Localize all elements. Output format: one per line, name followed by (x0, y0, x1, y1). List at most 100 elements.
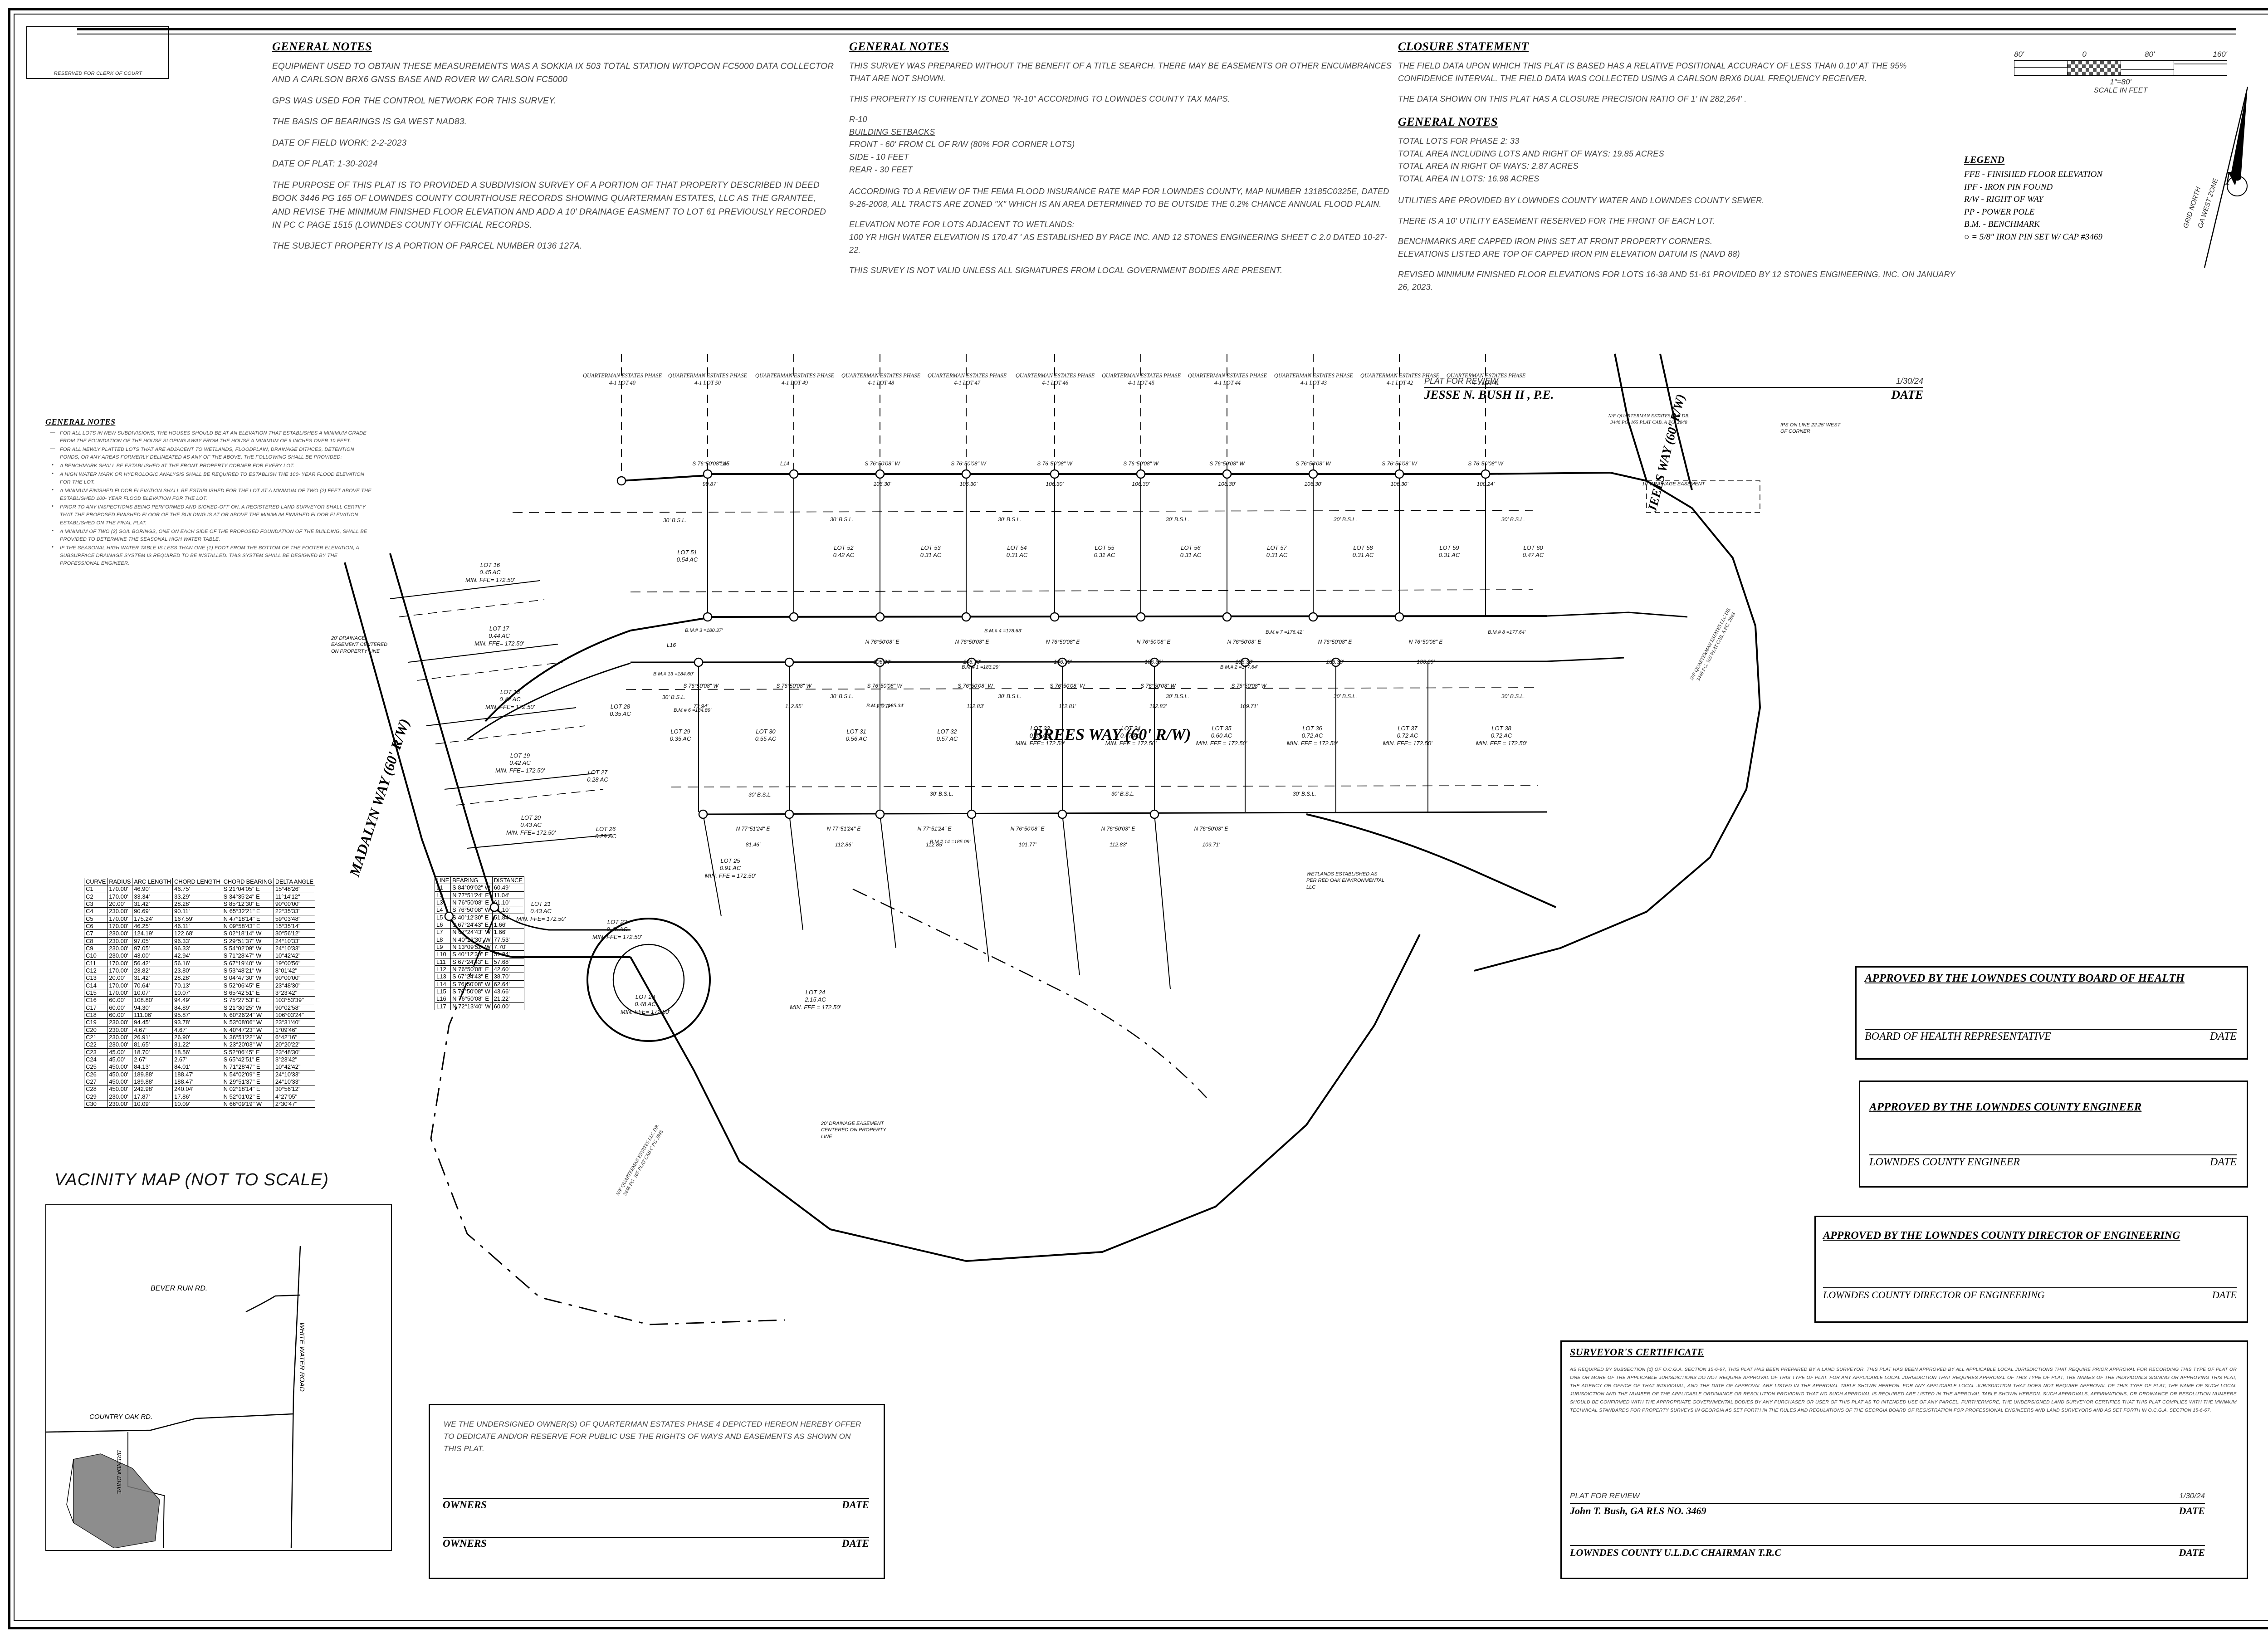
lot-label: LOT 23 0.48 AC MIN. FFE= 172.50' (617, 993, 674, 1016)
benchmark-label: B.M.# 13 =184.60' (653, 671, 694, 677)
table-cell: 59°03'48" (273, 914, 315, 923)
lot-id: LOT 19 (510, 752, 530, 759)
lot-id: LOT 56 (1181, 544, 1201, 551)
table-cell: 10°42'42" (273, 952, 315, 960)
lot-label: LOT 59 0.31 AC (1422, 544, 1476, 559)
approval-date-label: DATE (2212, 1289, 2237, 1301)
table-cell: N 72°13'40" W (450, 1002, 493, 1010)
bullet-marker: • (52, 544, 54, 550)
setback-line-label: 30' B.S.L. (1501, 516, 1525, 523)
table-cell: 90°02'58" (273, 1003, 315, 1012)
table-cell: N 53°08'06" W (221, 1018, 274, 1027)
bearing-label: N 76°50'08" E (865, 639, 899, 645)
table-cell: 170.00' (107, 988, 133, 997)
legend-heading: LEGEND (1964, 154, 2005, 165)
table-cell: 19°00'56" (273, 959, 315, 967)
legend-abbr: R/W (1964, 195, 1979, 205)
table-cell: 242.98' (132, 1085, 173, 1093)
table-cell: C25 (83, 1063, 108, 1071)
table-cell: S 65°42'51" E (221, 1055, 274, 1064)
table-cell: 43.66' (492, 987, 524, 996)
owners-signature-label: OWNERS (443, 1499, 487, 1511)
setback-line-label: 30' B.S.L. (998, 516, 1022, 523)
lot-id: LOT 18 (500, 689, 520, 695)
table-cell: 189.88' (132, 1077, 173, 1086)
column-header: CHORD LENGTH (172, 877, 222, 886)
bearing-label: S 76°50'08" W (1050, 683, 1085, 689)
owners-signature-label-2: OWNERS (443, 1538, 487, 1549)
legend-text: - BENCHMARK (1983, 220, 2040, 230)
line-ref-L14: L14 (780, 460, 790, 467)
legend-abbr: PP (1964, 207, 1975, 217)
table-cell: 230.00' (107, 937, 133, 945)
easement-note: 10' DRAINAGE EASEMENT (1642, 481, 1705, 487)
table-cell: 90.69' (132, 907, 173, 915)
table-cell: 230.00' (107, 1026, 133, 1034)
note-paragraph: THE SUBJECT PROPERTY IS A PORTION OF PAR… (272, 241, 582, 251)
table-cell: 4.67' (132, 1026, 173, 1034)
table-cell: C21 (83, 1033, 108, 1041)
lot-id: LOT 25 (720, 857, 740, 864)
bearing-label: N 76°50'08" E (955, 639, 989, 645)
table-cell: 10.09' (172, 1100, 222, 1108)
table-cell: C18 (83, 1011, 108, 1019)
distance-label: 106.30' (873, 659, 891, 665)
note-paragraph: THE BASIS OF BEARINGS IS GA WEST NAD83. (272, 117, 467, 127)
note-item: FOR ALL NEWLY PLATTED LOTS THAT ARE ADJA… (60, 447, 354, 460)
lot-label: LOT 33 0.57 AC MIN. FFE= 172.50' (1011, 725, 1070, 747)
lot-ffe: MIN. FFE= 172.50' (1383, 739, 1432, 747)
distance-label: 112.84' (875, 703, 894, 709)
table-cell: 10.07' (172, 988, 222, 997)
table-cell: 170.00' (107, 922, 133, 930)
table-cell: S 67°24'43" E (450, 920, 493, 929)
lot-area: 0.46 AC (606, 926, 628, 933)
table-cell: S 53°48'21" W (221, 966, 274, 975)
lot-area: 0.57 AC (1120, 732, 1142, 739)
lot-label: LOT 52 0.42 AC (816, 544, 871, 559)
column-header: CHORD BEARING (221, 877, 274, 886)
table-cell: 20°20'22" (273, 1041, 315, 1049)
table-cell: L12 (434, 965, 451, 973)
phase41-lot-label: QUARTERMAN ESTATES PHASE 4-1 LOT 46 (1015, 372, 1095, 386)
table-cell: 230.00' (107, 907, 133, 915)
lot-id: LOT 36 (1302, 725, 1322, 732)
table-cell: S 54°02'09" W (221, 944, 274, 953)
table-cell: 450.00' (107, 1063, 133, 1071)
bearing-label: N 76°50'08" E (1101, 826, 1135, 832)
table-cell: S 04°47'30" W (221, 974, 274, 982)
table-cell: 81.22' (172, 1041, 222, 1049)
table-cell: L10 (434, 950, 451, 958)
table-cell: C15 (83, 988, 108, 997)
note-paragraph: UTILITIES ARE PROVIDED BY LOWNDES COUNTY… (1398, 196, 1765, 205)
table-cell: 230.00' (107, 1018, 133, 1027)
table-cell: 31.42' (132, 900, 173, 908)
distance-label: 100.24' (1476, 481, 1495, 487)
note-paragraph: ELEVATION NOTE FOR LOTS ADJACENT TO WETL… (849, 220, 1388, 254)
approval-director-of-engineering: APPROVED BY THE LOWNDES COUNTY DIRECTOR … (1814, 1216, 2248, 1323)
note-paragraph: THIS PROPERTY IS CURRENTLY ZONED "R-10" … (849, 94, 1230, 103)
engineer-name: JESSE N. BUSH II , P.E. (1424, 388, 1554, 401)
lot-area: 0.42 AC (509, 759, 531, 767)
lot-id: LOT 30 (756, 728, 776, 735)
table-cell: C2 (83, 892, 108, 900)
legend-text: 5/8" IRON PIN SET W/ CAP #3469 (1979, 232, 2102, 242)
distance-label: 101.77' (1018, 841, 1036, 848)
table-cell: C23 (83, 1048, 108, 1056)
table-cell: S 84°09'02" W (450, 884, 493, 892)
table-cell: C11 (83, 959, 108, 967)
lot-id: LOT 16 (480, 562, 500, 568)
table-cell: 103°53'39" (273, 996, 315, 1004)
lot-id: LOT 21 (531, 900, 551, 907)
legend-abbr: FFE (1964, 170, 1980, 179)
setback-side: SIDE - 10 FEET (849, 152, 909, 162)
bearing-label: S 76°50'08" W (1468, 460, 1503, 467)
lot-id: LOT 55 (1095, 544, 1114, 551)
distance-label: 106.30' (1390, 481, 1408, 487)
legend-item-ffe: FFE - FINISHED FLOOR ELEVATION (1964, 168, 2218, 181)
clerk-of-court-box (26, 26, 169, 79)
approval-title: APPROVED BY THE LOWNDES COUNTY ENGINEER (1869, 1101, 2142, 1113)
